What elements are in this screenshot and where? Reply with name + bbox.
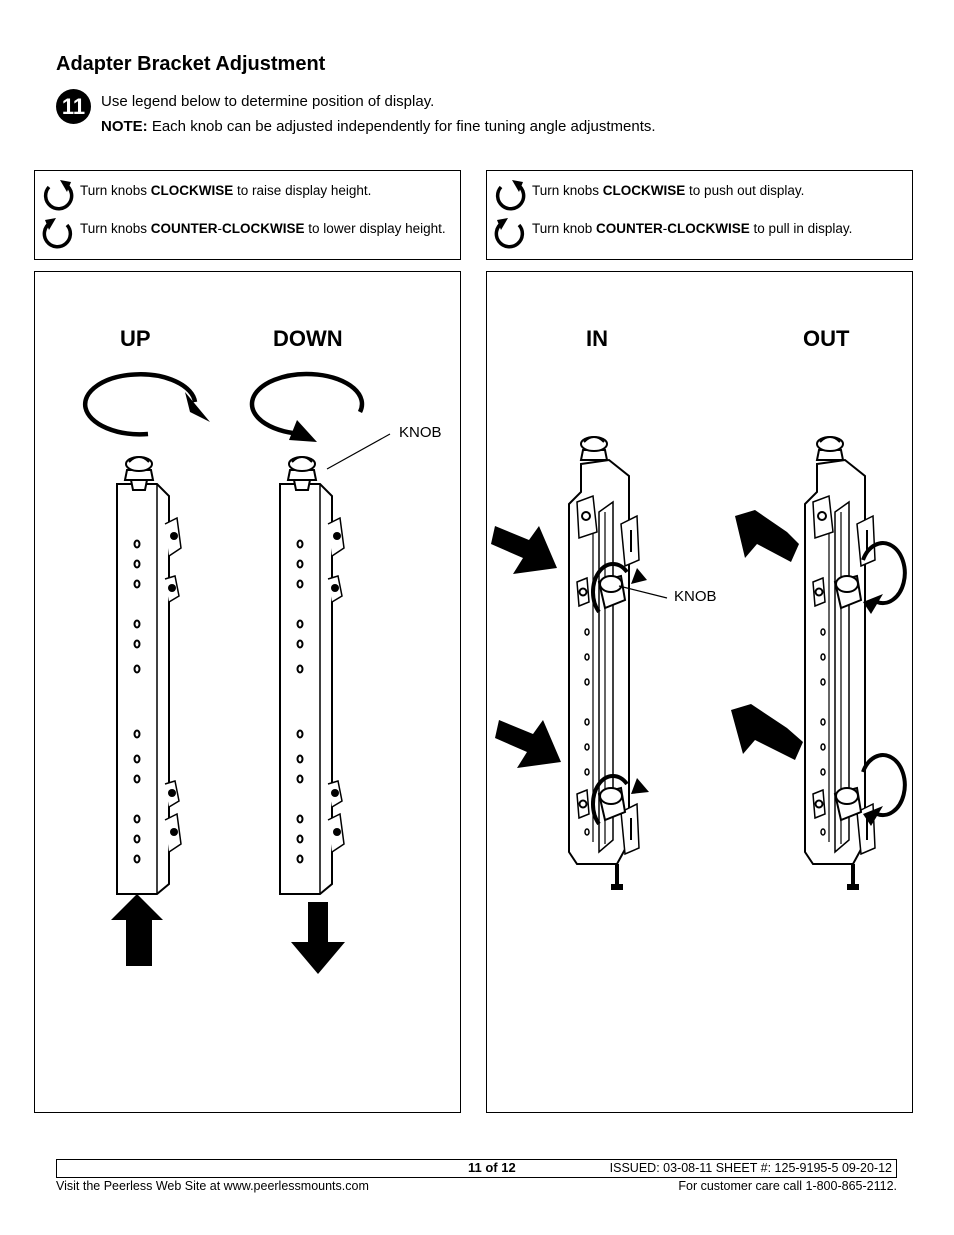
legend-text-counterclockwise: Turn knob COUNTER-CLOCKWISE to pull in d… [532,221,852,236]
knob-callout: KNOB [674,588,717,605]
legend-text-dash: - [217,221,223,236]
legend-text-pre: Turn knobs [80,183,151,198]
note-text: Each knob can be adjusted independently … [147,118,656,135]
label-in: IN [586,326,608,351]
legend-text-post: to raise display height. [233,183,372,198]
legend-row-clockwise: Turn knobs CLOCKWISE to push out display… [487,175,912,211]
legend-row-counterclockwise: Turn knob COUNTER-CLOCKWISE to pull in d… [487,213,912,249]
page-title: Adapter Bracket Adjustment [56,53,326,75]
note-line: NOTE: Each knob can be adjusted independ… [101,114,656,139]
legend-text-bold: COUNTER [596,221,663,236]
issued-info: ISSUED: 03-08-11 SHEET #: 125-9195-5 09-… [609,1161,892,1175]
legend-text-post: to lower display height. [304,221,446,236]
legend-text-bold: CLOCKWISE [602,183,686,198]
legend-depth: Turn knobs CLOCKWISE to push out display… [486,170,913,260]
height-adjustment-panel: UP DOWN KNOB [34,271,461,1113]
legend-text-bold: CLOCKWISE [667,221,750,236]
depth-adjustment-illustration [491,435,907,892]
counterclockwise-arrow-icon [42,218,73,249]
label-down: DOWN [273,326,343,351]
label-up: UP [120,326,151,351]
page-number: 11 of 12 [468,1160,516,1175]
legend-text-clockwise: Turn knobs CLOCKWISE to raise display he… [80,183,371,198]
footer-bar: 11 of 12 ISSUED: 03-08-11 SHEET #: 125-9… [56,1159,897,1178]
knob-callout: KNOB [399,424,442,441]
height-adjustment-illustration [82,371,391,974]
step-number-badge: 11 [56,89,91,124]
step-instructions: Use legend below to determine position o… [101,89,656,139]
legend-row-clockwise: Turn knobs CLOCKWISE to raise display he… [35,175,460,211]
clockwise-arrow-icon [495,180,526,211]
legend-height: Turn knobs CLOCKWISE to raise display he… [34,170,461,260]
legend-text-post: to push out display. [685,183,805,198]
label-out: OUT [803,326,850,351]
website-note: Visit the Peerless Web Site at www.peerl… [56,1179,369,1193]
legend-text-pre: Turn knobs [80,221,151,236]
legend-text-pre: Turn knobs [532,183,603,198]
legend-text-counterclockwise: Turn knobs COUNTER-CLOCKWISE to lower di… [80,221,446,236]
customer-care-note: For customer care call 1-800-865-2112. [678,1179,897,1193]
legend-text-post: to pull in display. [749,221,853,236]
legend-row-counterclockwise: Turn knobs COUNTER-CLOCKWISE to lower di… [35,213,460,249]
note-label: NOTE: [101,118,148,135]
legend-text-bold: CLOCKWISE [150,183,234,198]
clockwise-arrow-icon [43,180,74,211]
legend-text-bold: CLOCKWISE [222,221,305,236]
legend-text-clockwise: Turn knobs CLOCKWISE to push out display… [532,183,804,198]
depth-adjustment-panel: IN OUT KNOB [486,271,913,1113]
instruction-text: Use legend below to determine position o… [101,93,435,110]
legend-text-dash: - [662,221,668,236]
legend-text-bold: COUNTER [150,221,218,236]
legend-text-pre: Turn knob [532,221,597,236]
counterclockwise-arrow-icon [494,218,525,249]
